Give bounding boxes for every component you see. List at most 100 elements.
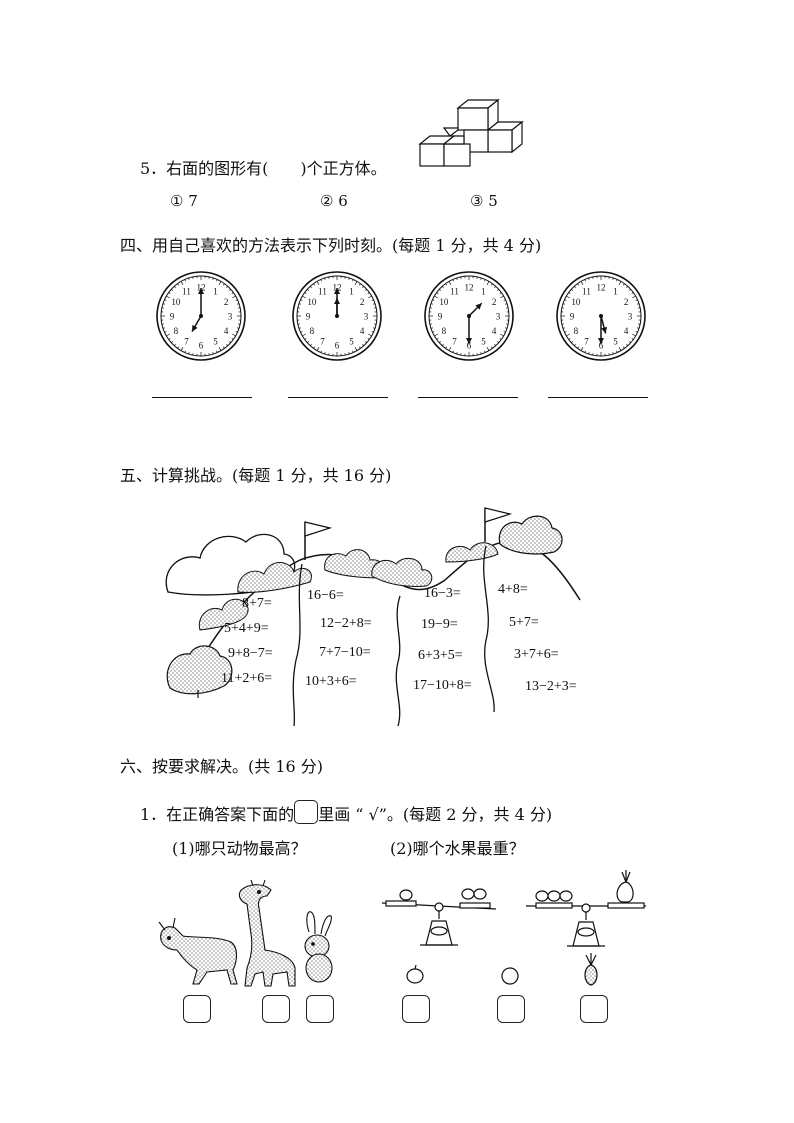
clock-number: 6: [467, 341, 472, 351]
clock-number: 2: [624, 297, 629, 307]
balance-scale-2: [526, 870, 646, 947]
apple-icon: [399, 889, 413, 901]
minute-hand-tip: [198, 288, 204, 294]
rabbit-icon: [304, 911, 333, 983]
calc-item: 12−2+8=: [320, 616, 372, 631]
clock-number: 3: [496, 312, 501, 322]
animals-illustration: [158, 879, 333, 987]
calc-item: 6+3+5=: [418, 648, 463, 663]
clock-number: 8: [574, 326, 579, 336]
q5-option-2: ② 6: [320, 192, 348, 210]
clock-number: 9: [570, 312, 575, 322]
answer-box-orange[interactable]: [497, 995, 525, 1023]
clock-number: 1: [349, 286, 354, 296]
hour-hand-tip: [334, 298, 340, 304]
section6-q1: 1．在正确答案下面的 里画 “ √”。(每题 2 分，共 4 分): [140, 800, 552, 825]
clock-number: 4: [492, 326, 497, 336]
calc-item: 11+2+6=: [221, 671, 273, 686]
goat-icon: [158, 917, 238, 985]
apple-icon: [406, 964, 424, 984]
answer-box-apple[interactable]: [402, 995, 430, 1023]
clock-number: 9: [438, 312, 443, 322]
clock-number: 5: [481, 337, 486, 347]
clock-number: 9: [170, 312, 175, 322]
apple-icon: [535, 890, 549, 902]
calc-item: 5+7=: [509, 615, 539, 630]
clock-number: 9: [306, 312, 311, 322]
minute-hand-tip: [334, 288, 340, 294]
orange-icon: [473, 888, 487, 900]
cube-stack-figure: [418, 98, 524, 167]
calc-item: 19−9=: [421, 617, 458, 632]
calc-item: 5+4+9=: [224, 621, 269, 636]
calc-item: 9+8−7=: [228, 646, 273, 661]
answer-box-rabbit[interactable]: [306, 995, 334, 1023]
clock-number: 7: [584, 337, 589, 347]
pineapple-icon: [616, 870, 634, 903]
mountain-illustration: [165, 507, 581, 727]
clock-number: 7: [452, 337, 457, 347]
clock-number: 12: [465, 283, 474, 293]
clock-number: 10: [171, 297, 181, 307]
q1-text-before: 1．在正确答案下面的: [140, 805, 295, 824]
clock-number: 11: [318, 286, 327, 296]
clock-number: 3: [628, 312, 633, 322]
answer-line-2[interactable]: [288, 397, 388, 398]
clock-number: 3: [364, 312, 369, 322]
clock-number: 7: [184, 337, 189, 347]
clock-number: 6: [199, 341, 204, 351]
minute-hand-tip: [466, 338, 472, 344]
section6-title: 六、按要求解决。(共 16 分): [120, 757, 324, 776]
orange-icon: [501, 967, 519, 985]
clock-number: 2: [224, 297, 229, 307]
q5-label: 5．右面的图形有( )个正方体。: [140, 159, 387, 178]
calc-item: 13−2+3=: [525, 679, 577, 694]
clock-number: 4: [624, 326, 629, 336]
clock-number: 11: [582, 286, 591, 296]
calc-item: 7+7−10=: [319, 645, 371, 660]
clock-number: 12: [333, 283, 342, 293]
hour-hand-tip: [601, 326, 608, 334]
clock-number: 5: [213, 337, 218, 347]
clock-number: 5: [613, 337, 618, 347]
answer-line-3[interactable]: [418, 397, 518, 398]
answer-box-icon: [294, 800, 319, 824]
answer-line-4[interactable]: [548, 397, 648, 398]
section4-title: 四、用自己喜欢的方法表示下列时刻。(每题 1 分，共 4 分): [120, 236, 542, 255]
answer-line-1[interactable]: [152, 397, 252, 398]
clock-number: 11: [450, 286, 459, 296]
q5-option-3: ③ 5: [470, 192, 498, 210]
answer-box-pineapple[interactable]: [580, 995, 608, 1023]
clock-number: 4: [224, 326, 229, 336]
calc-item: 17−10+8=: [413, 678, 472, 693]
minute-hand-tip: [598, 338, 604, 344]
pineapple-icon: [584, 953, 598, 986]
q1-text-after: 里画 “ √”。(每题 2 分，共 4 分): [318, 805, 553, 824]
clock-number: 11: [182, 286, 191, 296]
calc-item: 16−3=: [424, 586, 461, 601]
answer-box-giraffe[interactable]: [262, 995, 290, 1023]
clock-number: 1: [613, 286, 618, 296]
q5-option-1: ① 7: [170, 192, 198, 210]
subquestion-1: (1)哪只动物最高？: [172, 839, 307, 858]
clock-number: 5: [349, 337, 354, 347]
balance-scale-1: [381, 888, 497, 946]
calc-item: 4+8=: [498, 582, 528, 597]
calc-item: 16−6=: [307, 588, 344, 603]
apple-icon: [559, 890, 573, 902]
clock-number: 10: [571, 297, 581, 307]
apple-icon: [547, 890, 561, 902]
calc-item: 3+7+6=: [514, 647, 559, 662]
clock-number: 2: [492, 297, 497, 307]
clock-number: 12: [597, 283, 606, 293]
clock-number: 10: [439, 297, 449, 307]
answer-box-goat[interactable]: [183, 995, 211, 1023]
orange-icon: [461, 888, 475, 900]
